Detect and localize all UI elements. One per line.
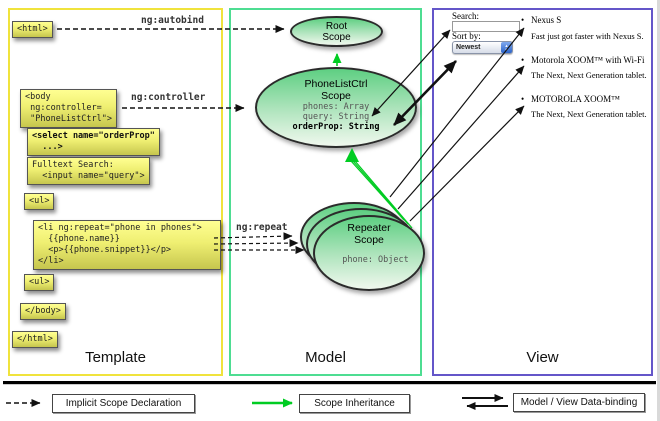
ng-controller-label: ng:controller — [131, 92, 206, 103]
code-box-select: <select name="orderProp" ...> — [27, 128, 160, 156]
repeater-scope-prop-phone: phone: Object — [342, 255, 409, 265]
repeater-scope-title: Repeater Scope — [347, 222, 391, 246]
model-panel-title: Model — [305, 349, 346, 366]
root-scope-node: Root Scope — [290, 16, 383, 47]
legend-implicit-scope-declaration: Implicit Scope Declaration — [52, 394, 195, 413]
legend-separator-line — [3, 381, 656, 385]
window-edge — [657, 0, 660, 421]
search-label: Search: — [452, 11, 479, 21]
code-box-fulltext-search: Fulltext Search: <input name="query"> — [27, 157, 150, 185]
model-panel — [229, 8, 422, 376]
code-box-body-close: </body> — [20, 303, 66, 320]
code-box-li-repeat: <li ng:repeat="phone in phones"> {{phone… — [33, 220, 221, 270]
code-box-ul-close: <ul> — [24, 274, 55, 291]
view-panel-title: View — [526, 349, 559, 366]
bullet-icon: • — [521, 94, 525, 104]
bullet-icon: • — [521, 55, 525, 65]
sort-dropdown-value: Newest — [456, 44, 481, 51]
code-box-html-close: </html> — [12, 331, 58, 348]
legend-model-view-data-binding: Model / View Data-binding — [513, 393, 645, 412]
list-item-name: Motorola XOOM™ with Wi-Fi — [531, 55, 645, 65]
list-item-name: MOTOROLA XOOM™ — [531, 94, 620, 104]
list-item-snippet: Fast just got faster with Nexus S. — [531, 31, 644, 41]
list-item-name: Nexus S — [531, 15, 562, 25]
template-panel — [8, 8, 223, 376]
legend-scope-inheritance: Scope Inheritance — [299, 394, 410, 413]
code-box-ul-open: <ul> — [24, 193, 55, 210]
ng-repeat-label: ng:repeat — [236, 222, 288, 233]
phonelistctrl-prop-phones: phones: Array — [302, 102, 370, 112]
sort-by-label: Sort by: — [452, 31, 481, 41]
list-item-snippet: The Next, Next Generation tablet. — [531, 109, 647, 119]
list-item-snippet: The Next, Next Generation tablet. — [531, 70, 647, 80]
code-box-body-open: <body ng:controller= "PhoneListCtrl"> — [20, 89, 117, 128]
dropdown-stepper-icon: ▲▼ — [501, 42, 512, 53]
code-box-html-open: <html> — [12, 21, 53, 38]
template-panel-title: Template — [85, 349, 146, 366]
phonelistctrl-scope-title: PhoneListCtrl Scope — [304, 78, 368, 102]
bullet-icon: • — [521, 15, 525, 25]
root-scope-title: Root Scope — [322, 20, 351, 43]
phonelistctrl-prop-orderprop: orderProp: String — [292, 122, 380, 132]
ng-autobind-label: ng:autobind — [141, 15, 204, 26]
phonelistctrl-prop-query: query: String — [302, 112, 370, 122]
phonelistctrl-scope-node: PhoneListCtrl Scope phones: Array query:… — [255, 67, 417, 148]
sort-dropdown[interactable]: Newest ▲▼ — [452, 41, 513, 54]
